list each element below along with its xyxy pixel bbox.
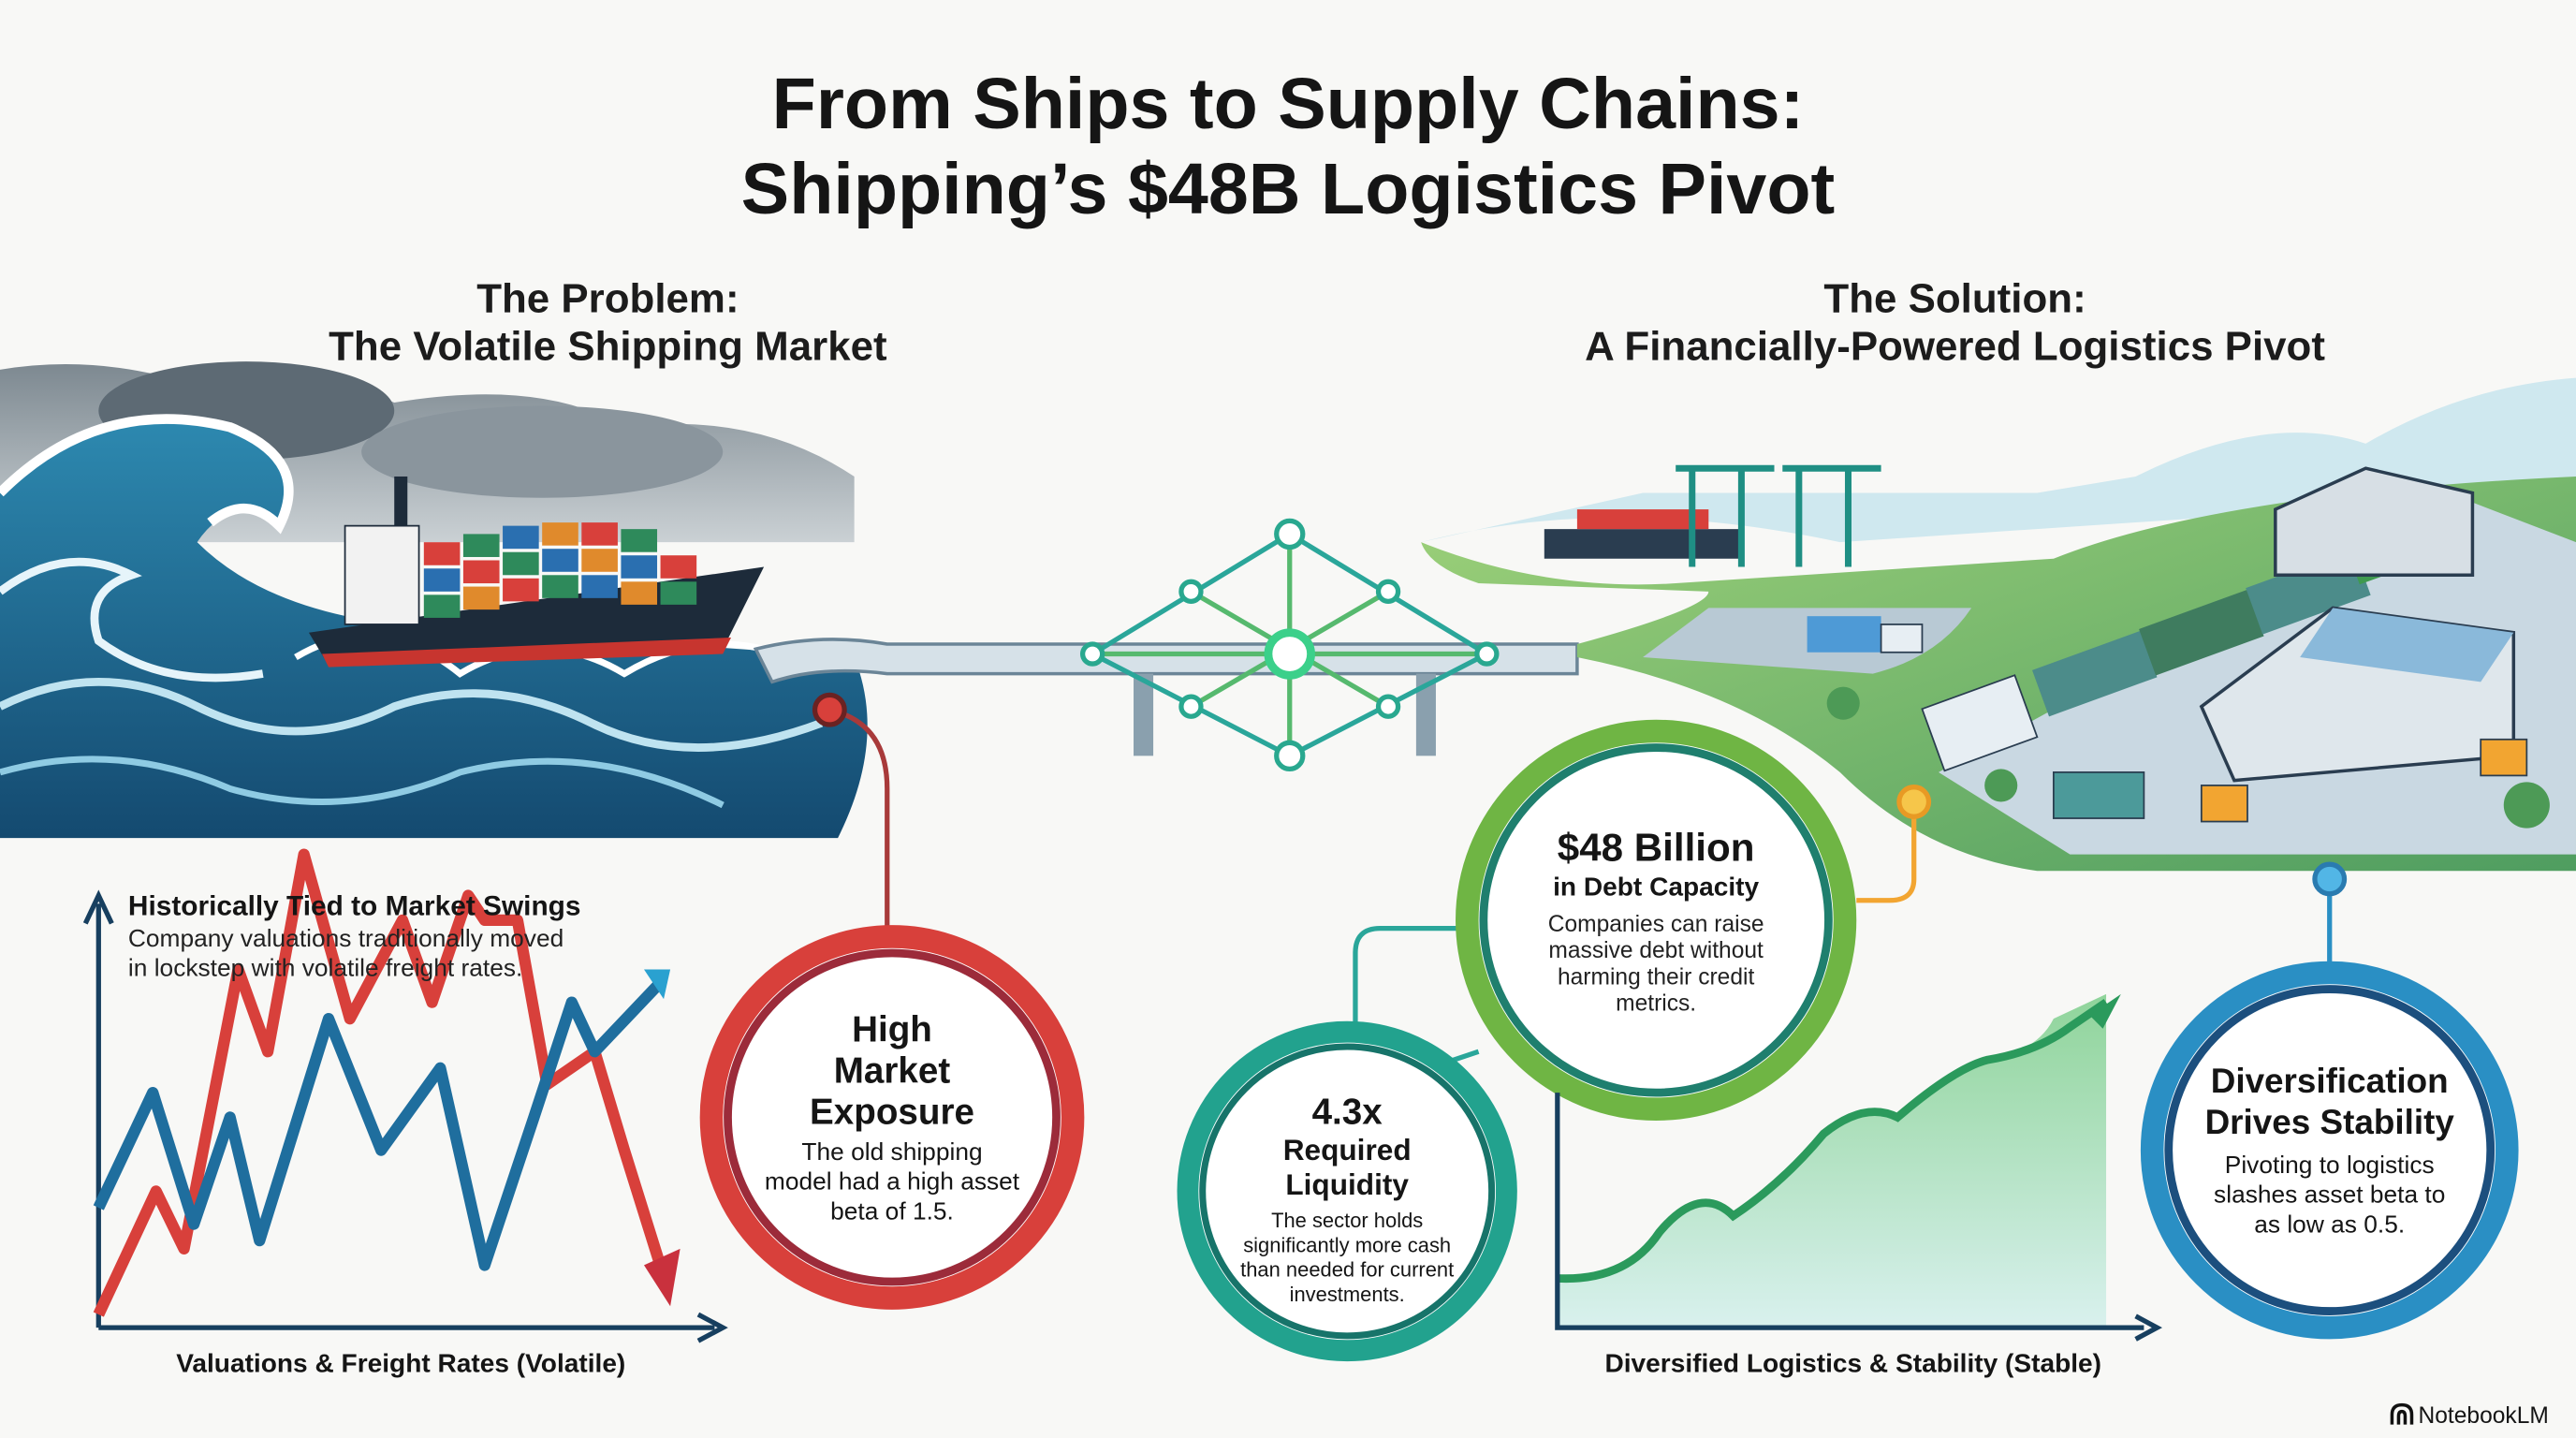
freight-rate-line: [93, 848, 671, 1317]
stable-chart: [1555, 993, 2162, 1342]
solution-label: The Solution:: [1823, 275, 2086, 322]
bridge: [753, 638, 1783, 756]
notebooklm-logo-icon: [2390, 1402, 2414, 1425]
solution-heading: The Solution: A Financially-Powered Logi…: [1528, 276, 2382, 372]
title-line-1: From Ships to Supply Chains:: [771, 64, 1805, 145]
title-line-2: Shipping’s $48B Logistics Pivot: [740, 149, 1836, 230]
valuation-line: [93, 981, 662, 1271]
problem-subtitle: The Volatile Shipping Market: [329, 323, 887, 370]
liquidity-ring: [1177, 1020, 1517, 1362]
liquidity-heading-2: Liquidity: [1285, 1167, 1409, 1201]
debt-body-3: harming their credit: [1557, 961, 1755, 989]
liquidity-value: 4.3x: [1311, 1091, 1383, 1133]
solution-subtitle: A Financially-Powered Logistics Pivot: [1585, 323, 2325, 370]
liquidity-callout: 4.3x Required Liquidity The sector holds…: [1216, 1084, 1479, 1314]
volatile-chart: [82, 848, 728, 1343]
exposure-ring: [699, 925, 1085, 1310]
exposure-body-2: model had a high asset: [764, 1167, 1020, 1196]
exposure-body-3: beta of 1.5.: [830, 1196, 954, 1225]
page-title: From Ships to Supply Chains: Shipping’s …: [0, 63, 2576, 234]
stability-heading-2: Drives Stability: [2204, 1103, 2454, 1141]
left-chart-xlabel: Valuations & Freight Rates (Volatile): [176, 1350, 626, 1379]
stability-body-1: Pivoting to logistics: [2224, 1151, 2435, 1180]
container-ship: [308, 476, 765, 668]
liquidity-body-4: investments.: [1289, 1283, 1405, 1307]
problem-heading: The Problem: The Volatile Shipping Marke…: [279, 276, 936, 372]
debt-ring: [1456, 719, 1857, 1121]
left-chart-desc-2: in lockstep with volatile freight rates.: [127, 954, 523, 983]
stability-body-2: slashes asset beta to: [2214, 1181, 2446, 1209]
right-chart-xlabel: Diversified Logistics & Stability (Stabl…: [1604, 1350, 2102, 1379]
left-chart-caption: Historically Tied to Market Swings Compa…: [128, 889, 687, 985]
debt-heading: in Debt Capacity: [1553, 873, 1760, 902]
notebooklm-brand: NotebookLM: [2418, 1401, 2549, 1429]
stability-heading-1: Diversification: [2210, 1062, 2449, 1101]
connector-lines: [812, 692, 2348, 1071]
liquidity-body-1: The sector holds: [1271, 1209, 1424, 1233]
left-chart-desc-1: Company valuations traditionally moved: [127, 925, 564, 953]
liquidity-body-2: significantly more cash: [1243, 1234, 1452, 1257]
exposure-heading-1: High: [852, 1007, 932, 1049]
stability-callout: Diversification Drives Stability Pivotin…: [2165, 1051, 2494, 1249]
liquidity-body-3: than needed for current: [1240, 1258, 1455, 1282]
exposure-callout: High Market Exposure The old shipping mo…: [736, 970, 1047, 1266]
exposure-heading-3: Exposure: [810, 1090, 974, 1132]
problem-label: The Problem:: [476, 275, 739, 322]
financial-network-icon: [1079, 518, 1500, 772]
debt-body-2: massive debt without: [1548, 935, 1764, 962]
liquidity-heading-1: Required: [1282, 1134, 1412, 1167]
left-chart-title: Historically Tied to Market Swings: [127, 890, 581, 922]
stability-ring: [2140, 961, 2519, 1340]
debt-value: $48 Billion: [1557, 825, 1755, 871]
debt-body-4: metrics.: [1616, 988, 1697, 1015]
exposure-heading-2: Market: [833, 1049, 951, 1091]
debt-body-1: Companies can raise: [1547, 909, 1764, 936]
debt-callout: $48 Billion in Debt Capacity Companies c…: [1492, 805, 1821, 1035]
exposure-body-1: The old shipping: [801, 1137, 983, 1167]
logistics-landscape: [1421, 377, 2576, 872]
stability-body-3: as low as 0.5.: [2254, 1210, 2406, 1239]
